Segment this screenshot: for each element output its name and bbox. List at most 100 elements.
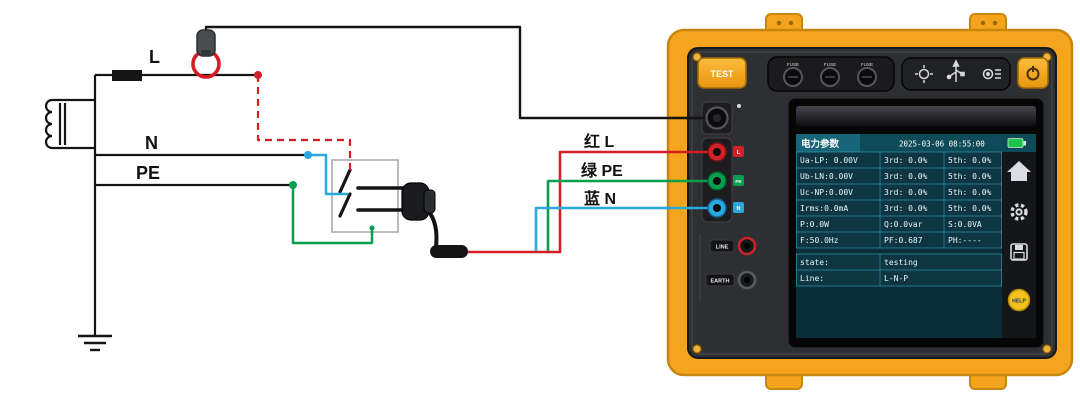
measurement-table: Ua-LP: 0.00V 3rd: 0.0% 5th: 0.0% Ub-LN:0… bbox=[796, 151, 1002, 249]
line-value: L-N-P bbox=[884, 274, 908, 283]
mains-source bbox=[44, 75, 112, 352]
earth-port: EARTH bbox=[705, 270, 757, 290]
ferrite-bead bbox=[430, 245, 468, 258]
n-branch-wire bbox=[308, 153, 348, 196]
wall-socket bbox=[331, 159, 399, 233]
n-jack-tag-label: N bbox=[737, 206, 741, 212]
screen-glare-strip bbox=[796, 106, 1036, 126]
line-port-label: LINE bbox=[716, 245, 729, 251]
cell: 3rd: 0.0% bbox=[884, 204, 928, 213]
pe-jack-tag bbox=[733, 175, 744, 186]
power-icon bbox=[1026, 66, 1040, 81]
cell: Ua-LP: 0.00V bbox=[800, 156, 858, 165]
red-lead-label: 红 L bbox=[584, 132, 614, 151]
status-table: state: testing Line: L-N-P bbox=[796, 253, 1002, 287]
cell: P:0.0W bbox=[800, 220, 829, 229]
save-icon bbox=[1010, 243, 1028, 261]
help-button: HELP bbox=[1007, 288, 1031, 312]
pe-wire-label: PE bbox=[136, 163, 160, 183]
power-button bbox=[1017, 57, 1049, 89]
cell: 5th: 0.0% bbox=[948, 204, 992, 213]
line-port: LINE bbox=[709, 236, 757, 256]
l-junction-dot bbox=[254, 71, 262, 79]
fuse-holder: FUSE bbox=[783, 62, 803, 87]
mains-plug bbox=[401, 182, 468, 258]
red-test-lead bbox=[468, 150, 712, 254]
fuse-mark bbox=[112, 70, 142, 81]
device-screen: 电力参数 2025-03-06 08:55:00 HELP bbox=[787, 97, 1045, 349]
usb-icon bbox=[946, 59, 965, 82]
screen-title: 电力参数 bbox=[801, 138, 840, 150]
pe-junction-dot bbox=[289, 181, 297, 189]
pe-jack-tag-label: PE bbox=[735, 179, 741, 184]
cell: 3rd: 0.0% bbox=[884, 172, 928, 181]
clamp-signal-wire bbox=[204, 25, 710, 120]
cell: 5th: 0.0% bbox=[948, 172, 992, 181]
cell: PF:0.687 bbox=[884, 236, 923, 245]
cell: Ub-LN:0.00V bbox=[800, 172, 853, 181]
clamp-hinge bbox=[201, 50, 211, 56]
l-wire-label: L bbox=[149, 47, 160, 67]
green-test-lead bbox=[546, 179, 712, 251]
blue-test-lead bbox=[534, 206, 712, 251]
l-jack-tag-label: L bbox=[737, 150, 741, 156]
device-top-controls: TEST FUSE FUSE FUSE bbox=[697, 56, 1049, 92]
plug-back bbox=[423, 189, 436, 214]
n-jack-tag bbox=[733, 202, 744, 213]
green-lead-label: 绿 PE bbox=[581, 161, 623, 180]
fuse-holder: FUSE bbox=[857, 62, 877, 87]
clamp-input-connector bbox=[705, 104, 741, 130]
cell: Irms:0.0mA bbox=[800, 204, 848, 213]
status-value: testing bbox=[884, 258, 918, 267]
fuse-label: FUSE bbox=[824, 62, 836, 67]
transformer-symbol bbox=[44, 98, 95, 150]
battery-icon bbox=[1007, 138, 1026, 148]
home-icon bbox=[1007, 161, 1031, 181]
blue-lead-label: 蓝 N bbox=[584, 189, 616, 208]
l-jack-tag bbox=[733, 146, 744, 157]
n-junction-dot bbox=[304, 151, 312, 159]
pe-jack: PE bbox=[707, 171, 744, 191]
n-wire-label: N bbox=[145, 133, 158, 153]
test-button-label: TEST bbox=[710, 69, 734, 79]
cell: F:50.0Hz bbox=[800, 236, 839, 245]
plug-cable bbox=[428, 211, 439, 248]
fuse-label: FUSE bbox=[861, 62, 873, 67]
fuse-holder: FUSE bbox=[820, 62, 840, 87]
title-tab bbox=[796, 134, 860, 152]
test-button bbox=[697, 57, 747, 89]
cell: 3rd: 0.0% bbox=[884, 156, 928, 165]
status-label: state: bbox=[800, 258, 829, 267]
cell: S:0.0VA bbox=[948, 220, 982, 229]
n-jack: N bbox=[707, 198, 744, 218]
help-button-label: HELP bbox=[1012, 299, 1026, 305]
fuse-label: FUSE bbox=[787, 62, 799, 67]
cell: 5th: 0.0% bbox=[948, 188, 992, 197]
cell: Uc-NP:0.00V bbox=[800, 188, 853, 197]
indicator-dot bbox=[737, 104, 741, 108]
transformer-coil bbox=[44, 98, 53, 150]
latch-screw bbox=[776, 20, 782, 26]
latch-screw bbox=[788, 20, 794, 26]
cell: PH:---- bbox=[948, 236, 982, 245]
cell: Q:0.0var bbox=[884, 220, 923, 229]
panel-bevel bbox=[691, 51, 1053, 355]
flashlight-icon bbox=[915, 65, 933, 83]
cell: 3rd: 0.0% bbox=[884, 188, 928, 197]
screen-datetime: 2025-03-06 08:55:00 bbox=[899, 140, 985, 149]
dc-jack-icon bbox=[982, 68, 1001, 80]
l-jack: L bbox=[707, 142, 744, 162]
socket-contacts bbox=[338, 168, 406, 218]
cell: 5th: 0.0% bbox=[948, 156, 992, 165]
earth-port-label: EARTH bbox=[711, 279, 730, 285]
ground-symbol bbox=[78, 334, 112, 352]
latch-screw bbox=[980, 20, 986, 26]
latch-screw bbox=[992, 20, 998, 26]
line-label: Line: bbox=[800, 274, 824, 283]
current-clamp bbox=[191, 29, 221, 79]
l-branch-dashed-wire bbox=[256, 75, 352, 170]
pe-branch-wire bbox=[291, 185, 374, 245]
settings-icon bbox=[1010, 203, 1028, 221]
